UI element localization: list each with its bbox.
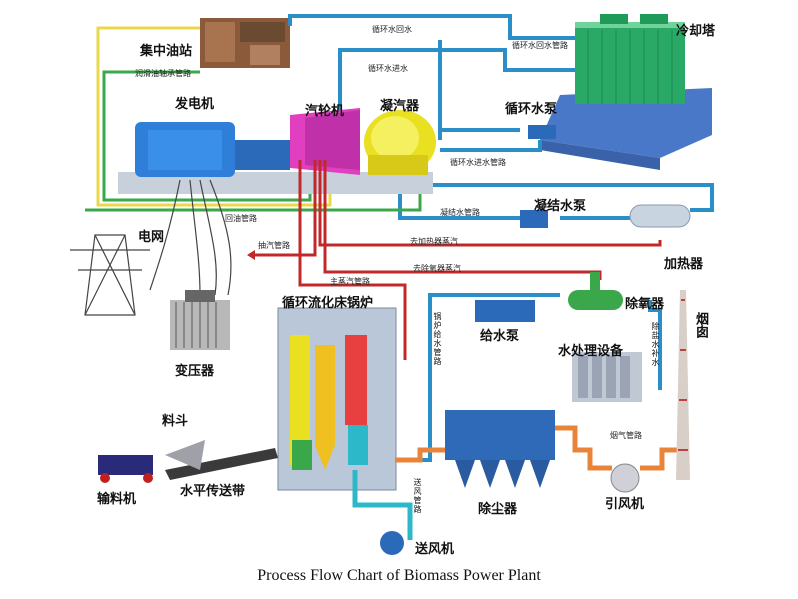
flue-and-air-pipes — [352, 425, 680, 540]
chimney-graphic — [676, 290, 690, 480]
label-return-pipe: 回油管路 — [225, 214, 257, 223]
fans-graphic — [380, 463, 640, 555]
label-hopper: 料斗 — [162, 414, 189, 429]
label-dust-collector: 除尘器 — [478, 502, 518, 517]
label-feed-pump: 给水泵 — [480, 329, 520, 344]
label-fd-fan: 送风机 — [415, 542, 455, 557]
label-to-deaerator: 去除氧器蒸汽 — [413, 264, 461, 273]
oil-station-graphic — [200, 18, 290, 68]
generator-set-graphic — [118, 108, 436, 194]
label-turbine: 汽轮机 — [305, 104, 345, 119]
dust-collector-graphic — [445, 410, 555, 488]
label-feeder: 输料机 — [97, 492, 137, 507]
oil-pipes — [85, 26, 422, 212]
label-conveyor: 水平传送带 — [180, 484, 246, 499]
label-boiler: 循环流化床锅炉 — [282, 296, 374, 311]
label-grid: 电网 — [138, 230, 165, 245]
label-cooling-tower: 冷却塔 — [676, 24, 716, 39]
cooling-tower-graphic — [540, 14, 712, 170]
boiler-graphic — [277, 307, 397, 491]
label-to-heater: 去加热器蒸汽 — [410, 237, 458, 246]
conveyor-graphic — [98, 440, 278, 483]
label-cond-pump: 凝结水泵 — [534, 199, 587, 214]
transformer-graphic — [170, 290, 230, 350]
label-condenser: 凝汽器 — [380, 99, 420, 114]
label-circ-supply-pipe: 循环水进水管路 — [450, 158, 506, 167]
label-makeup-water: 除盐水补水 — [651, 322, 660, 367]
label-oil-station: 集中油站 — [140, 44, 193, 59]
label-water-treatment: 水处理设备 — [558, 344, 624, 359]
label-extraction: 抽汽管路 — [258, 241, 290, 250]
label-id-fan: 引风机 — [605, 497, 645, 512]
label-chimney: 烟囱 — [693, 312, 708, 338]
label-lube-oil: 润滑油轴承管路 — [135, 69, 191, 78]
label-circ-pump: 循环水泵 — [505, 102, 558, 117]
label-heater: 加热器 — [664, 257, 704, 272]
label-flue-gas: 烟气管路 — [610, 431, 642, 440]
figure-caption: Process Flow Chart of Biomass Power Plan… — [257, 567, 541, 584]
equipment-graphics — [475, 125, 691, 402]
grid-tower-graphic — [70, 179, 232, 316]
label-circ-return: 循环水回水 — [372, 25, 412, 34]
label-boiler-feed: 锅炉给水管路 — [433, 312, 442, 366]
label-circ-supply: 循环水进水 — [368, 64, 408, 73]
label-air-supply: 送风管路 — [413, 478, 422, 514]
label-main-steam: 主蒸汽管路 — [330, 277, 370, 286]
label-deaerator: 除氧器 — [625, 297, 665, 312]
label-condensate: 凝结水管路 — [440, 208, 480, 217]
label-transformer: 变压器 — [175, 364, 215, 379]
label-circ-return-pipe: 循环水回水管路 — [512, 41, 568, 50]
label-generator: 发电机 — [175, 97, 215, 112]
